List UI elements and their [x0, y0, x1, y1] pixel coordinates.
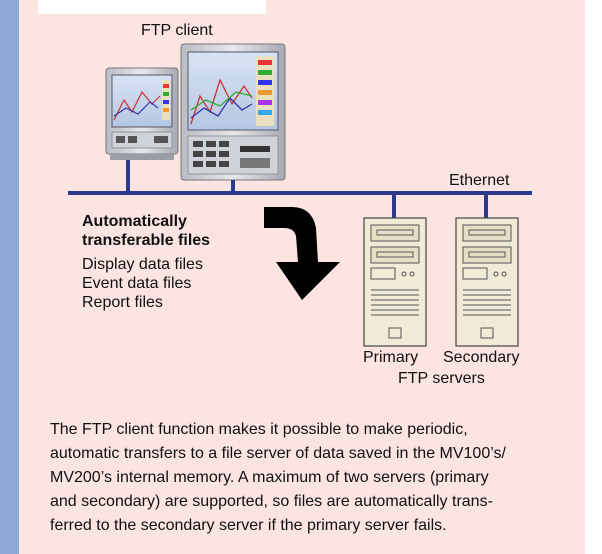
file-type-display: Display data files	[82, 256, 203, 273]
ethernet-network	[68, 160, 532, 218]
primary-server-label: Primary	[363, 349, 419, 366]
primary-server-icon	[363, 217, 427, 347]
description-paragraph: The FTP client function makes it possibl…	[50, 421, 506, 534]
secondary-server-icon	[455, 217, 519, 347]
large-recorder-icon	[180, 43, 286, 181]
header-strip	[38, 0, 266, 14]
secondary-server-label: Secondary	[443, 349, 520, 366]
file-type-report: Report files	[82, 294, 163, 311]
ftp-client-label: FTP client	[141, 22, 213, 39]
files-title-line1: Automatically	[82, 213, 187, 230]
files-title-line2: transferable files	[82, 232, 211, 249]
ethernet-label: Ethernet	[449, 172, 510, 189]
file-type-list: Display data files Event data files Repo…	[82, 255, 203, 312]
network-diagram	[68, 43, 532, 347]
file-type-event: Event data files	[82, 275, 192, 292]
small-recorder-icon	[105, 67, 179, 160]
files-title: Automatically transferable files	[82, 212, 210, 250]
ftp-servers-label: FTP servers	[398, 370, 485, 387]
transfer-arrow-icon	[264, 207, 340, 300]
